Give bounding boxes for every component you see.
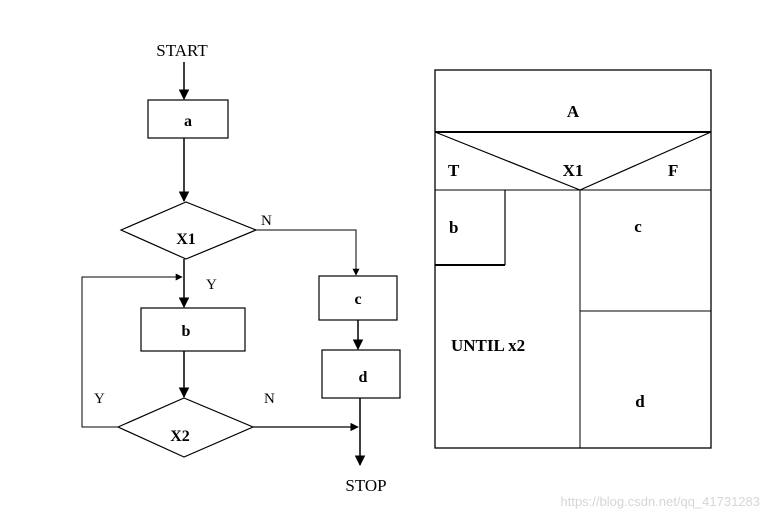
ns-condition-label: X1	[563, 161, 584, 180]
ns-condition-right-diagonal	[579, 131, 712, 191]
process-box-d	[321, 349, 401, 399]
process-box-b-label: b	[182, 323, 191, 340]
x1-no-label: N	[261, 213, 272, 229]
process-box-c-label: c	[354, 291, 361, 308]
arrow-x2-loop-back	[81, 273, 183, 428]
ns-top-label: A	[567, 102, 580, 121]
decision-x1-label: X1	[176, 231, 196, 248]
flowchart: START a X1 N Y b X2 Y N c d STOP	[81, 41, 401, 495]
ns-true-label: T	[448, 161, 460, 180]
ns-condition-left-diagonal	[434, 131, 581, 191]
ns-d-label: d	[635, 392, 645, 411]
decision-x2-label: X2	[170, 428, 190, 445]
x2-yes-label: Y	[94, 391, 105, 407]
ns-false-label: F	[668, 161, 678, 180]
ns-until-label: UNTIL x2	[451, 336, 525, 355]
ns-c-label: c	[634, 217, 642, 236]
process-box-a	[147, 99, 229, 139]
x1-yes-label: Y	[206, 277, 217, 293]
process-box-d-label: d	[359, 369, 368, 386]
ns-diagram: A T X1 F b UNTIL x2 c d	[434, 69, 712, 449]
watermark-text: https://blog.csdn.net/qq_41731283	[561, 494, 761, 509]
x2-no-label: N	[264, 391, 275, 407]
start-label: START	[156, 41, 208, 60]
arrow-x1-to-c	[256, 229, 360, 276]
process-box-a-label: a	[184, 113, 192, 130]
stop-label: STOP	[345, 476, 386, 495]
ns-loop-body-label: b	[449, 218, 458, 237]
ns-outer-frame	[434, 69, 712, 449]
process-box-b	[140, 307, 246, 352]
